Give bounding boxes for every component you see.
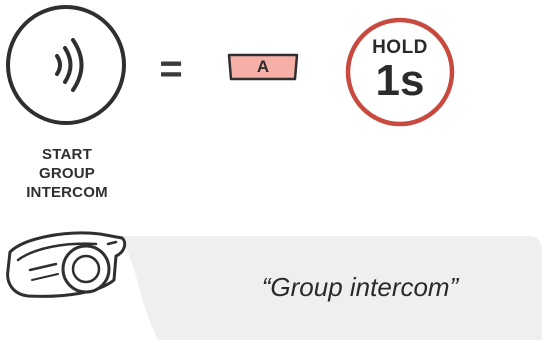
hold-duration: 1s [344,57,456,105]
key-label: A [227,55,299,79]
action-caption: START GROUP INTERCOM [12,145,122,202]
intercom-waves-icon [5,4,127,126]
caption-line-3: INTERCOM [12,183,122,202]
caption-line-2: GROUP [12,164,122,183]
hold-label: HOLD [344,38,456,58]
headset-device-icon [4,226,130,304]
voice-prompt-text: “Group intercom” [190,270,530,304]
equals-sign: = [154,49,188,89]
caption-line-1: START [12,145,122,164]
